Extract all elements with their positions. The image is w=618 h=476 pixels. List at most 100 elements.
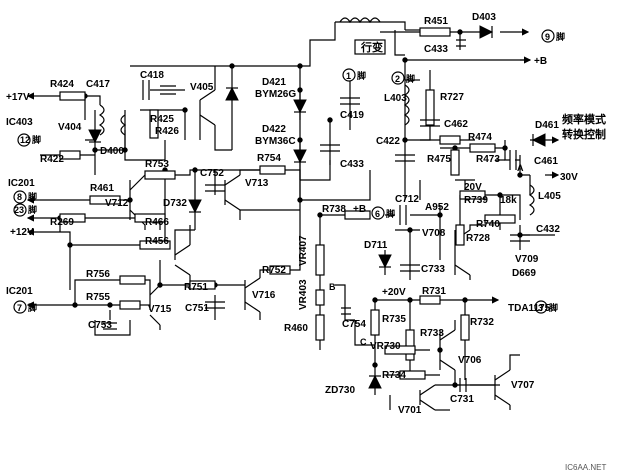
label-d711: D711: [364, 240, 388, 251]
label-c433b: C433: [424, 44, 448, 55]
label-v712: V712: [105, 198, 129, 209]
label-pin2: 2: [395, 74, 400, 84]
label-v701: V701: [398, 405, 422, 416]
label-v707: V707: [511, 380, 535, 391]
label-vr403: VR403: [298, 279, 309, 310]
label-r735: R735: [382, 314, 406, 325]
annotation-line2: 转换控制: [562, 127, 606, 141]
label-v715: V715: [148, 304, 172, 315]
label-pin9: 9: [545, 32, 550, 42]
label-r740: R740: [476, 219, 500, 230]
label-c432: C432: [536, 224, 560, 235]
label-tda1175: TDA1175: [508, 303, 551, 314]
label-r751: R751: [184, 282, 208, 293]
label-c754: C754: [342, 319, 366, 330]
label-r475: R475: [427, 154, 451, 165]
label-pin8: 8: [17, 192, 22, 202]
label-v713: V713: [245, 178, 269, 189]
label-r739: R739: [464, 195, 488, 206]
label-pin-b: B: [329, 282, 336, 292]
labels: R424 C417 C418 V405 R425 R426 IC403 12 脚…: [6, 12, 606, 472]
label-pin1-jiao: 脚: [357, 70, 366, 81]
label-pin23: 23: [14, 205, 24, 215]
label-r755: R755: [86, 292, 110, 303]
label-c417: C417: [86, 79, 110, 90]
label-r733: R733: [420, 328, 444, 339]
label-c733: C733: [421, 264, 445, 275]
label-r461: R461: [90, 183, 114, 194]
label-pin-c: C: [360, 337, 367, 347]
label-c418: C418: [140, 70, 164, 81]
label-d422: D422: [262, 124, 286, 135]
label-bym26g: BYM26G: [255, 89, 296, 100]
watermark: IC6AA.NET: [565, 463, 606, 472]
label-r734: R734: [382, 370, 406, 381]
label-r456: R456: [145, 236, 169, 247]
label-v405: V405: [190, 82, 214, 93]
label-v716: V716: [252, 290, 276, 301]
label-c712: C712: [395, 194, 419, 205]
label-pin12: 12: [20, 135, 30, 145]
label-r738: R738: [322, 204, 346, 215]
label-r731: R731: [422, 286, 446, 297]
annotation-line1: 频率模式: [562, 112, 606, 126]
label-p20v-a: 20V: [464, 182, 482, 193]
label-pin6-jiao: 脚: [386, 208, 395, 219]
label-c433: C433: [340, 159, 364, 170]
label-c419: C419: [340, 110, 364, 121]
label-v708: V708: [422, 228, 446, 239]
label-a952: A952: [425, 202, 449, 213]
label-c422: C422: [376, 136, 400, 147]
label-val-18k: 18k: [500, 195, 517, 206]
label-c753: C753: [88, 320, 112, 331]
arrows-and-pins: [13, 28, 560, 314]
label-r422: R422: [40, 154, 64, 165]
label-r425: R425: [150, 114, 174, 125]
label-pb-a: +B: [534, 56, 547, 67]
label-p12v: +12V: [10, 227, 34, 238]
label-r732: R732: [470, 317, 494, 328]
diodes: [88, 25, 546, 389]
label-r473: R473: [476, 154, 500, 165]
label-r728: R728: [466, 233, 490, 244]
inductors-transformer: [98, 17, 535, 216]
label-v404: V404: [58, 122, 82, 133]
label-p17v: +17V: [6, 92, 30, 103]
capacitors: [103, 39, 530, 392]
label-pin6: 6: [375, 209, 380, 219]
label-c461: C461: [534, 156, 558, 167]
label-pin12-jiao: 脚: [32, 134, 41, 145]
label-c731: C731: [450, 394, 474, 405]
label-pin9-jiao: 脚: [556, 31, 565, 42]
label-pin23-jiao: 脚: [28, 204, 37, 215]
label-zd730: ZD730: [325, 385, 355, 396]
label-r466: R466: [145, 217, 169, 228]
label-r269: R269: [50, 217, 74, 228]
label-ic201a: IC201: [8, 178, 35, 189]
label-d732: D732: [163, 198, 187, 209]
label-r753: R753: [145, 159, 169, 170]
label-p20v-b: +20V: [382, 287, 406, 298]
label-p30v: 30V: [560, 172, 578, 183]
label-vr407: VR407: [298, 235, 309, 266]
label-pin8-jiao: 脚: [28, 191, 37, 202]
label-r424: R424: [50, 79, 74, 90]
label-r451: R451: [424, 16, 448, 27]
label-pin-a: A: [517, 163, 524, 173]
label-r426: R426: [155, 126, 179, 137]
label-d421: D421: [262, 77, 286, 88]
label-pin7-jiao: 脚: [28, 302, 37, 313]
label-c751: C751: [185, 303, 209, 314]
label-pin1: 1: [346, 71, 351, 81]
label-pin3-jiao: 脚: [549, 302, 558, 313]
label-l403: L403: [384, 93, 407, 104]
wiring: [40, 21, 555, 411]
label-bym36c: BYM36C: [255, 136, 296, 147]
label-c462: C462: [444, 119, 468, 130]
label-d461: D461: [535, 120, 559, 131]
label-hangbian: 行变: [360, 40, 383, 54]
label-l405: L405: [538, 191, 561, 202]
label-v706: V706: [458, 355, 482, 366]
label-r754: R754: [257, 153, 281, 164]
